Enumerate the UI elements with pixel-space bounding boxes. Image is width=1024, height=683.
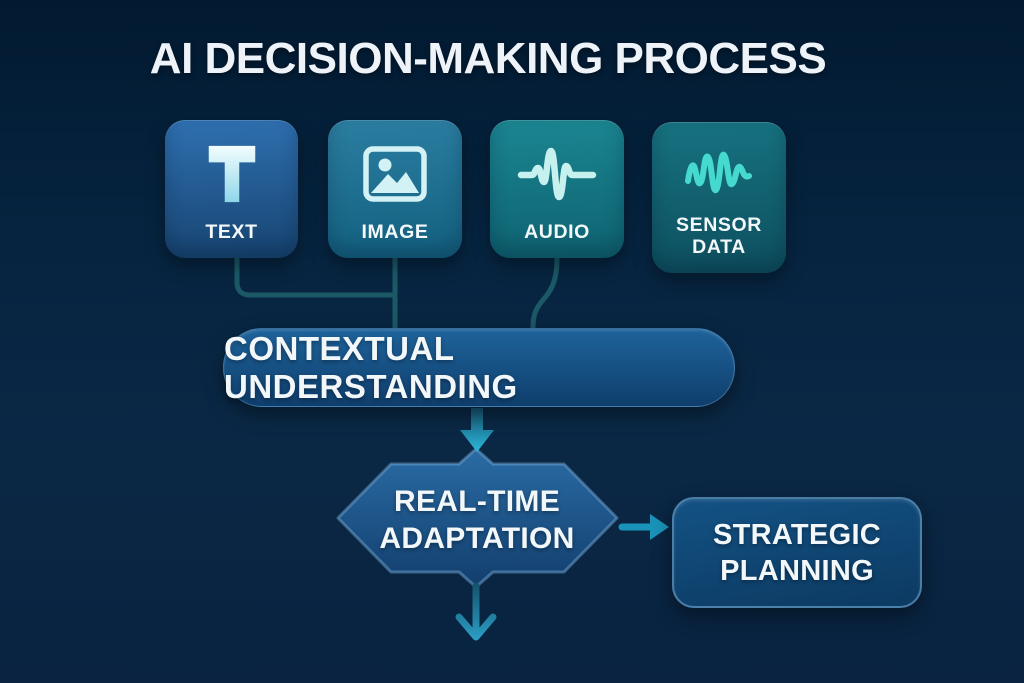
arrow-contextual-to-adaptation xyxy=(460,408,494,452)
input-card-text: TEXT xyxy=(165,120,298,258)
connector-audio-to-contextual xyxy=(530,256,560,330)
real-time-adaptation-label: REAL-TIME ADAPTATION xyxy=(379,485,575,555)
image-icon xyxy=(328,120,462,222)
card-label-audio: AUDIO xyxy=(524,221,590,244)
connector-text-to-contextual xyxy=(234,256,394,298)
contextual-understanding-label: CONTEXTUAL UNDERSTANDING xyxy=(224,329,518,405)
strategic-planning-label: STRATEGIC PLANNING xyxy=(712,518,882,587)
arrow-adaptation-to-strategic xyxy=(618,514,669,540)
card-label-image: IMAGE xyxy=(361,221,429,244)
adaptation-hexagon-shape xyxy=(336,447,619,589)
node-strategic-planning: STRATEGIC PLANNING xyxy=(672,497,922,608)
audio-waveform-icon xyxy=(490,120,624,222)
input-card-image: IMAGE xyxy=(328,120,462,258)
sensor-waveform-icon xyxy=(652,122,786,215)
arrow-adaptation-down xyxy=(455,582,497,641)
card-label-text: TEXT xyxy=(205,221,258,244)
node-contextual-understanding: CONTEXTUAL UNDERSTANDING xyxy=(223,328,735,407)
text-icon xyxy=(165,120,298,222)
diagram-title: AI DECISION-MAKING PROCESS xyxy=(149,34,827,83)
input-card-audio: AUDIO xyxy=(490,120,624,258)
card-label-sensor-data: SENSOR DATA xyxy=(676,214,762,259)
input-card-sensor: SENSOR DATA xyxy=(652,122,786,273)
